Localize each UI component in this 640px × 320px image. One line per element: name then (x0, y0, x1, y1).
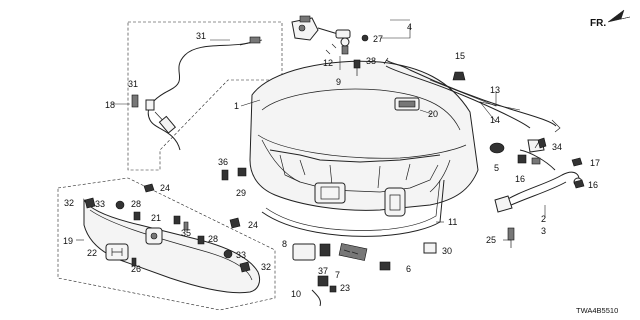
clip-32a (84, 197, 96, 209)
rear-garnish (57, 177, 276, 311)
callout-18: 18 (105, 100, 115, 110)
lock-assembly (291, 15, 369, 55)
fastener-17 (571, 157, 583, 167)
callout-16b: 16 (588, 180, 598, 190)
callout-28b: 28 (208, 234, 218, 244)
direction-label: FR. (590, 18, 606, 29)
callout-11: 11 (448, 217, 457, 227)
clip-28a (133, 211, 141, 221)
callout-9: 9 (336, 77, 341, 87)
clip-32b (239, 261, 251, 273)
callout-23: 23 (340, 283, 350, 293)
part-20 (394, 97, 420, 111)
callout-26: 26 (131, 264, 141, 274)
clip-21 (173, 215, 181, 225)
callout-5: 5 (494, 163, 499, 173)
drawing-code: TWA4B5510 (576, 306, 618, 315)
callout-31a: 31 (196, 31, 206, 41)
fastener-34 (537, 137, 547, 149)
callout-13: 13 (490, 85, 500, 95)
callout-17: 17 (590, 158, 600, 168)
callout-31b: 31 (128, 79, 138, 89)
callout-7: 7 (335, 270, 340, 280)
fastener-36 (221, 169, 229, 181)
callout-22: 22 (87, 248, 97, 258)
trunk-lid (249, 60, 479, 217)
hinge-assembly (494, 139, 583, 248)
torsion-bars (383, 57, 561, 133)
callout-35: 35 (181, 228, 191, 238)
callout-1: 1 (234, 101, 239, 111)
callout-16a: 16 (515, 174, 525, 184)
callout-33a: 33 (95, 199, 105, 209)
callout-32b: 32 (261, 262, 271, 272)
callout-6: 6 (406, 264, 411, 274)
callout-8: 8 (282, 239, 287, 249)
callout-34: 34 (552, 142, 562, 152)
cable-group-outline (127, 21, 283, 171)
callout-24a: 24 (160, 183, 170, 193)
callout-15: 15 (455, 51, 465, 61)
callout-20: 20 (428, 109, 438, 119)
callout-25: 25 (486, 235, 496, 245)
fastener-29 (237, 167, 247, 177)
trunk-bottom-parts (292, 242, 437, 307)
callout-38: 38 (366, 56, 376, 66)
callout-24b: 24 (248, 220, 258, 230)
callout-37: 37 (318, 266, 328, 276)
callout-2: 2 (541, 214, 546, 224)
release-cable (131, 36, 263, 151)
clip-28b (197, 235, 205, 245)
fastener-38 (353, 59, 361, 76)
fastener-15 (452, 71, 466, 81)
callout-32a: 32 (64, 198, 74, 208)
direction-indicator: FR. (590, 9, 631, 29)
clip-33b (223, 249, 233, 259)
clip-24b (229, 217, 241, 229)
leader-lines (76, 19, 546, 241)
callout-12: 12 (323, 58, 333, 68)
callout-27: 27 (373, 34, 383, 44)
trunk-seal-inner (265, 179, 441, 231)
callout-21: 21 (151, 213, 161, 223)
callout-19: 19 (63, 236, 73, 246)
callout-29: 29 (236, 188, 246, 198)
fastener-16b (573, 179, 585, 189)
callout-36: 36 (218, 157, 228, 167)
bumper-5 (489, 142, 505, 154)
callout-14: 14 (490, 115, 500, 125)
callout-3: 3 (541, 226, 546, 236)
callout-33b: 33 (236, 250, 246, 260)
trunk-seal (261, 179, 445, 237)
clip-35 (183, 221, 189, 231)
callout-30: 30 (442, 246, 452, 256)
callout-4: 4 (407, 22, 412, 32)
callout-10: 10 (291, 289, 301, 299)
clip-24a (143, 183, 155, 193)
clip-33a (115, 200, 125, 210)
callout-28a: 28 (131, 199, 141, 209)
callout-labels: 1 2 3 4 5 6 7 8 9 10 11 12 13 14 15 16 1… (63, 22, 600, 299)
front-arrow-icon (607, 9, 631, 23)
